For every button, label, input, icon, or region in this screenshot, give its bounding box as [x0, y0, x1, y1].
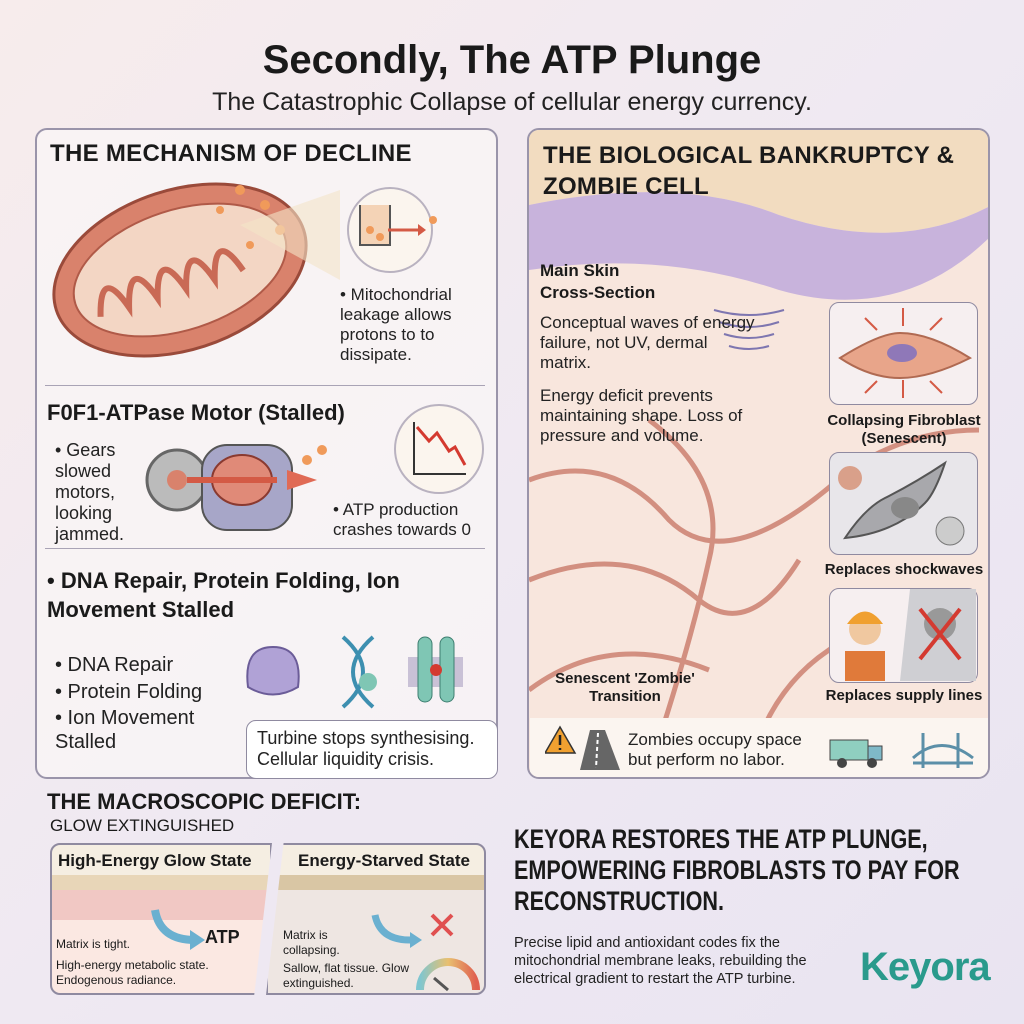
turbine-note: Turbine stops synthesising. Cellular liq… — [257, 728, 475, 769]
shockwaves-card-label: Replaces shockwaves — [824, 561, 984, 578]
warning-road-icon — [545, 725, 620, 770]
failure-gauge-icon — [371, 913, 480, 992]
stalled-item: • DNA Repair — [55, 654, 174, 676]
mitochondrion-illustration — [52, 182, 340, 358]
fibroblast-card-label: Collapsing Fibroblast (Senescent) — [827, 412, 981, 447]
skin-cross-section-illustration — [529, 130, 988, 777]
atp-arrow-icon — [151, 909, 205, 950]
shockwaves-card — [829, 452, 978, 555]
stalled-item: • Ion Movement Stalled — [55, 707, 195, 753]
mechanism-heading: THE MECHANISM OF DECLINE — [50, 140, 412, 167]
cta-body: Precise lipid and antioxidant codes fix … — [514, 935, 807, 987]
fibroblast-card — [829, 302, 978, 405]
proton-leak-callout-icon — [347, 187, 437, 273]
mito-note: • Mitochondrial leakage allows protons t… — [340, 285, 452, 364]
supply-lines-card-label: Replaces supply lines — [825, 687, 983, 704]
ion-channel-icon — [408, 636, 463, 703]
zombie-footer-note: Zombies occupy space but perform no labo… — [628, 730, 802, 769]
protein-icon — [246, 645, 300, 696]
worker-vs-zombie-icon — [845, 589, 976, 681]
keyora-logo: Keyora — [860, 945, 991, 989]
dna-icon — [341, 635, 375, 709]
starved-note-1: Matrix is collapsing. — [283, 928, 340, 957]
starved-state-title: Energy-Starved State — [298, 851, 470, 870]
skin-label: Main Skin Cross-Section — [540, 261, 656, 302]
macro-subheading: GLOW EXTINGUISHED — [50, 816, 235, 835]
turbine-note-box: Turbine stops synthesising. Cellular liq… — [246, 720, 498, 779]
deficit-note: Energy deficit prevents maintaining shap… — [540, 386, 743, 445]
supply-lines-card — [829, 588, 978, 683]
zombie-label: Senescent 'Zombie' Transition — [555, 670, 695, 705]
stalled-heading: • DNA Repair, Protein Folding, Ion Movem… — [47, 568, 400, 622]
collapsing-fibroblast-icon — [838, 308, 973, 398]
atp-crash-chart-icon — [394, 404, 484, 494]
waves-note: Conceptual waves of energy failure, not … — [540, 313, 755, 372]
atp-synthase-motor-illustration — [145, 444, 327, 531]
truck-bridge-icon — [829, 733, 974, 768]
starved-note-2: Sallow, flat tissue. Glow extinguished. — [283, 961, 410, 990]
motor-heading: F0F1-ATPase Motor (Stalled) — [47, 400, 345, 425]
gears-note: • Gears slowed motors, looking jammed. — [55, 440, 125, 544]
macro-heading: THE MACROSCOPIC DEFICIT: — [47, 789, 362, 814]
atp-note: • ATP production crashes towards 0 — [333, 500, 471, 539]
senescent-cell-icon — [838, 460, 965, 546]
stalled-item: • Protein Folding — [55, 681, 203, 703]
glow-atp-label: ATP — [205, 927, 240, 947]
glow-note-2: High-energy metabolic state. Endogenous … — [56, 958, 209, 987]
glow-state-title: High-Energy Glow State — [58, 851, 252, 870]
stalled-list: • DNA Repair • Protein Folding • Ion Mov… — [55, 652, 235, 754]
bankruptcy-heading: THE BIOLOGICAL BANKRUPTCY & ZOMBIE CELL — [543, 142, 955, 200]
divider — [45, 385, 485, 386]
page-subtitle: The Catastrophic Collapse of cellular en… — [212, 88, 812, 116]
page-title: Secondly, The ATP Plunge — [262, 38, 762, 82]
cta-headline: KEYORA RESTORES THE ATP PLUNGE, EMPOWERI… — [514, 824, 960, 916]
stalled-process-icons — [246, 635, 463, 709]
divider — [45, 548, 485, 549]
glow-note-1: Matrix is tight. — [56, 937, 131, 951]
